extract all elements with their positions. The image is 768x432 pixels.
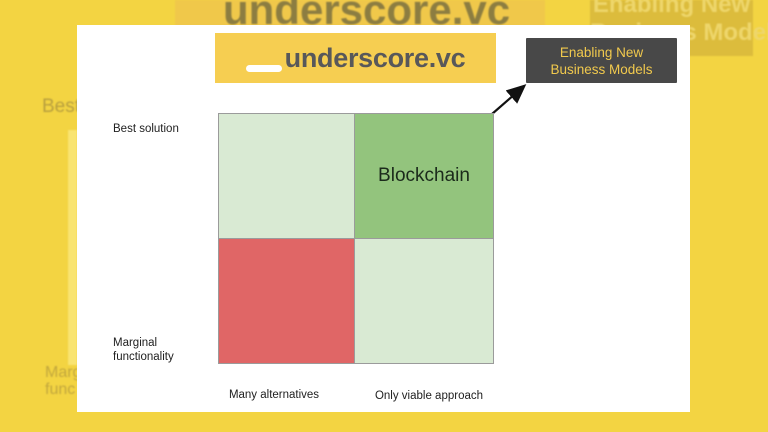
background-callout-line1: Enabling New bbox=[592, 0, 751, 18]
underscore-vc-logo-badge: underscore.vc bbox=[215, 33, 496, 83]
x-axis-left-label: Many alternatives bbox=[228, 389, 320, 401]
y-axis-bottom-label: Marginal functionality bbox=[113, 336, 174, 364]
background-marginal-fragment-line2: func bbox=[45, 381, 76, 398]
logo-text: underscore.vc bbox=[284, 42, 466, 73]
y-axis-bottom-label-line2: functionality bbox=[113, 351, 174, 363]
matrix-cell-bottom-right bbox=[355, 239, 493, 363]
slide: underscore.vc Enabling New Business Mode… bbox=[77, 25, 690, 412]
background-marginal-fragment-line1: Marg bbox=[45, 364, 82, 381]
two-by-two-matrix: Blockchain bbox=[218, 113, 494, 364]
background-y-label-fragment: Best bbox=[42, 96, 81, 117]
callout-line2: Business Models bbox=[550, 61, 653, 77]
blockchain-label: Blockchain bbox=[378, 165, 470, 186]
background-light-strip bbox=[68, 130, 77, 365]
background-marginal-fragment: Marg func bbox=[45, 364, 81, 398]
enabling-new-business-models-callout: Enabling New Business Models bbox=[526, 38, 677, 83]
underscore-glyph-icon bbox=[245, 65, 282, 72]
callout-line1: Enabling New bbox=[559, 44, 644, 60]
y-axis-bottom-label-line1: Marginal bbox=[113, 337, 158, 349]
matrix-cell-top-left bbox=[219, 114, 354, 238]
y-axis-top-label: Best solution bbox=[113, 123, 179, 135]
matrix-cell-top-right: Blockchain bbox=[355, 114, 493, 238]
matrix-cell-bottom-left bbox=[219, 239, 354, 363]
x-axis-right-label: Only viable approach bbox=[374, 390, 484, 402]
